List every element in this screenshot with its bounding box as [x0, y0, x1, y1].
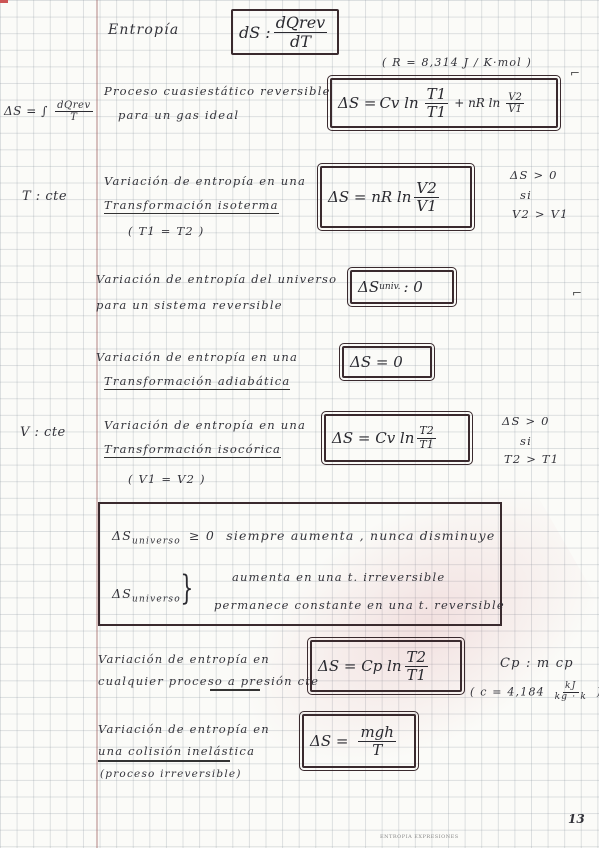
reversible-ideal-gas-formula-box: ΔS = Cv ln T1 T1 + nR ln V2 V1 [327, 75, 561, 131]
gas-constant-note: ( R = 8,314 J / K·mol ) [382, 56, 533, 69]
heat-capacity-note: Cp : m cp [500, 656, 574, 671]
underline-mark [210, 689, 260, 691]
side-condition-line: si [520, 434, 532, 448]
universe-rule-line-2-lhs: ΔSuniverso [112, 586, 181, 605]
section-label-line: Variación de entropía en una [96, 350, 299, 364]
section-label-line: ( V1 = V2 ) [128, 472, 206, 486]
section-label-line: ( T1 = T2 ) [128, 224, 205, 238]
universe-rule-line-1: ΔSuniverso ≥ 0 siempre aumenta , nunca d… [112, 528, 496, 547]
section-label-line: para un sistema reversible [96, 298, 283, 312]
isochoric-formula-box: ΔS = Cv ln T2 T1 [321, 411, 473, 465]
adiabatic-formula-box: ΔS = 0 [339, 343, 435, 381]
side-condition-line: T2 > T1 [504, 452, 560, 466]
section-label-line: Transformación isoterma [104, 198, 279, 214]
isochoric-side-note: V : cte [20, 425, 66, 440]
underline-mark [98, 760, 230, 762]
side-condition-line: ΔS > 0 [510, 168, 558, 182]
page-title: Entropía [108, 22, 180, 38]
universe-rule-branch-a: aumenta en una t. irreversible [232, 570, 446, 584]
section-label-line: cualquier proceso a presión cte [98, 674, 320, 688]
universe-entropy-box [98, 502, 502, 626]
definition-formula-box: dS : dQrev dT [231, 9, 339, 55]
section-label-line: una colisión inelástica [98, 744, 256, 758]
side-condition-line: si [520, 188, 532, 202]
page-footer: ENTROPIA EXPRESIONES [380, 834, 459, 840]
side-condition-line: ΔS > 0 [502, 414, 550, 428]
isothermal-side-note: T : cte [22, 189, 68, 204]
page-number: 13 [568, 812, 585, 826]
margin-line [96, 0, 98, 848]
section-label-line: Variación de entropía del universo [96, 272, 338, 286]
definition-lhs: dS : [239, 22, 271, 42]
definition-denominator: dT [289, 31, 311, 51]
margin-tick: ⌐ [572, 286, 583, 300]
section-label-line: para un gas ideal [118, 108, 240, 122]
universe-rule-branch-b: permanece constante en una t. reversible [214, 598, 505, 612]
section-label-line: Variación de entropía en [98, 652, 270, 666]
inelastic-collision-formula-box: ΔS = mgh T [299, 711, 419, 771]
section-label-line: Transformación isocórica [104, 442, 282, 458]
section-label-line: Transformación adiabática [104, 374, 291, 390]
section-label-line: Proceso cuasiestático reversible [104, 84, 331, 98]
entropy-integral-note: ΔS = ∫ dQrev T [4, 100, 93, 123]
isothermal-formula-box: ΔS = nR ln V2 V1 [317, 163, 475, 231]
margin-tick: ⌐ [570, 66, 581, 80]
specific-heat-note: ( c = 4,184 kJ kg · k ) [470, 681, 599, 702]
side-condition-line: V2 > V1 [512, 207, 569, 221]
section-label-line: (proceso irreversible) [100, 768, 242, 780]
branch-brace: { [180, 570, 194, 610]
section-label-line: Variación de entropía en una [104, 418, 307, 432]
section-label-line: Variación de entropía en [98, 722, 270, 736]
definition-fraction: dQrev dT [273, 12, 328, 51]
corner-mark [0, 0, 8, 3]
constant-pressure-formula-box: ΔS = Cp ln T2 T1 [307, 637, 465, 695]
section-label-line: Variación de entropía en una [104, 174, 307, 188]
definition-numerator: dQrev [273, 12, 328, 33]
